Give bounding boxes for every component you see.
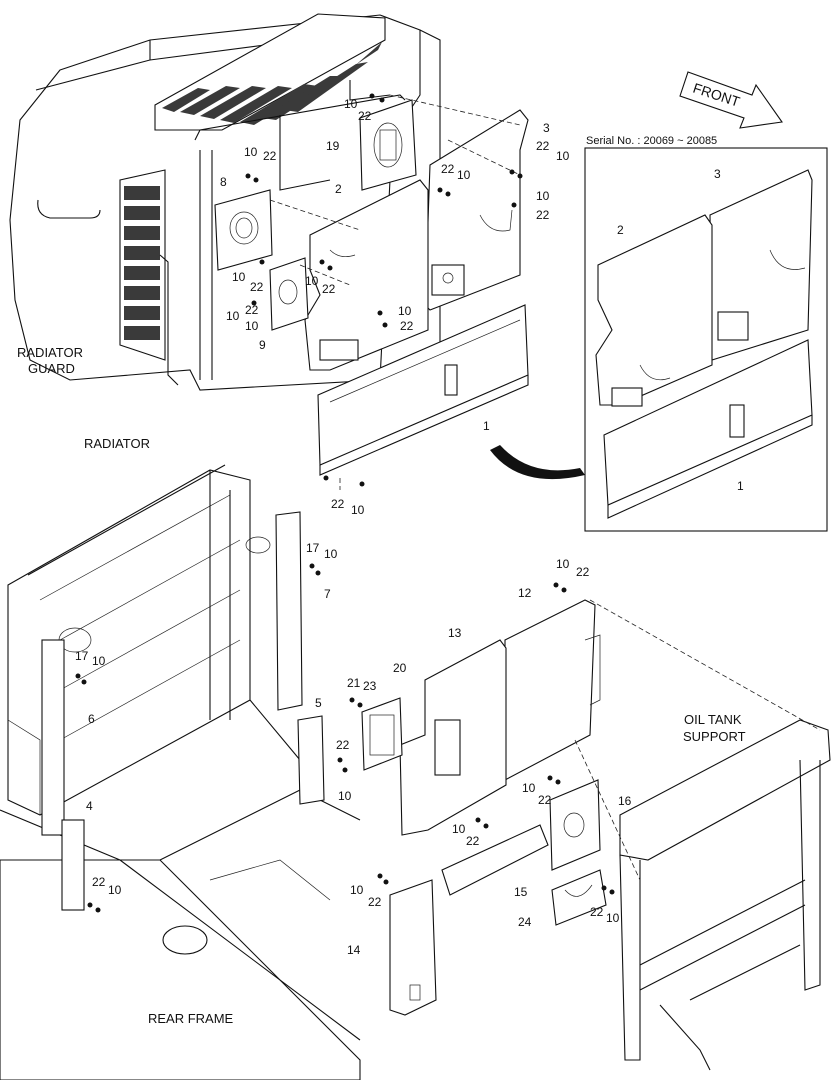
radiator-guard-label-line1: RADIATOR: [17, 345, 83, 360]
callout-number: 1: [483, 419, 490, 433]
callout-number: 7: [324, 587, 331, 601]
callout-number: 10: [351, 503, 365, 517]
panel-2-illustration: [304, 179, 429, 371]
plate-19-illustration: [359, 99, 417, 191]
callout-number: 22: [536, 208, 550, 222]
callout-number: 22: [250, 280, 264, 294]
callout-number: 22: [590, 905, 604, 919]
callout-number: 10: [305, 274, 319, 288]
serial-label: Serial No. : 20069 ~ 20085: [586, 135, 717, 147]
alignment-line: [589, 599, 821, 731]
callout-number: 22: [263, 149, 277, 163]
plate-20-illustration: [361, 697, 403, 771]
callout-number: 17: [306, 541, 320, 555]
callout-number: 1: [737, 479, 744, 493]
callout-number: 10: [344, 97, 358, 111]
callout-number: 2: [617, 223, 624, 237]
strip-6-illustration: [41, 639, 65, 836]
plate-16-illustration: [549, 779, 601, 871]
callout-number: 10: [245, 319, 259, 333]
alignment-line: [574, 739, 641, 881]
callout-number: 22: [441, 162, 455, 176]
callout-number: 10: [226, 309, 240, 323]
panel-1-illustration: [317, 304, 529, 476]
callout-number: 2: [335, 182, 342, 196]
callout-number: 10: [232, 270, 246, 284]
fastener-marks: [75, 93, 615, 913]
callout-number: 22: [536, 139, 550, 153]
callout-number: 10: [324, 547, 338, 561]
detail-frame: [584, 147, 828, 532]
callout-number: 22: [336, 738, 350, 752]
radiator-guard-label-line2: GUARD: [28, 361, 75, 376]
callout-number: 10: [522, 781, 536, 795]
callout-number: 8: [220, 175, 227, 189]
callout-number: 10: [92, 654, 106, 668]
plate-8-illustration: [214, 189, 273, 271]
callout-number: 3: [543, 121, 550, 135]
callout-number: 24: [518, 915, 532, 929]
plate-24-illustration: [551, 869, 607, 926]
callout-number: 22: [400, 319, 414, 333]
panel-13-illustration: [399, 639, 507, 836]
callout-number: 15: [514, 885, 528, 899]
front-arrow: FRONT: [679, 71, 783, 129]
panel-12-illustration: [504, 599, 601, 781]
callout-number: 22: [358, 109, 372, 123]
alignment-line: [299, 264, 351, 286]
callout-number: 13: [448, 626, 462, 640]
callout-number: 23: [363, 679, 377, 693]
callout-number: 22: [331, 497, 345, 511]
callout-number: 22: [92, 875, 106, 889]
callout-number: 6: [88, 712, 95, 726]
strip-5-illustration: [297, 715, 325, 805]
callout-number: 10: [338, 789, 352, 803]
strip-14-illustration: [389, 879, 437, 1016]
callout-number: 10: [536, 189, 550, 203]
callout-number: 22: [245, 303, 259, 317]
callout-number: 10: [108, 883, 122, 897]
callout-number: 20: [393, 661, 407, 675]
radiator-label: RADIATOR: [84, 436, 150, 451]
oil-tank-support-label-line1: OIL TANK: [684, 712, 742, 727]
callout-number: 14: [347, 943, 361, 957]
plate-15-illustration: [441, 824, 549, 896]
callout-number: 22: [322, 282, 336, 296]
callout-number: 10: [452, 822, 466, 836]
rear-frame-label: REAR FRAME: [148, 1011, 234, 1026]
rear-frame-illustration: [0, 699, 361, 1080]
callout-number: 22: [466, 834, 480, 848]
callout-number: 17: [75, 649, 89, 663]
oil-tank-support-illustration: [619, 719, 831, 1071]
callout-number: 12: [518, 586, 532, 600]
callout-number: 22: [576, 565, 590, 579]
callout-number: 22: [538, 793, 552, 807]
callout-number: 5: [315, 696, 322, 710]
oil-tank-support-label-line2: SUPPORT: [683, 729, 746, 744]
alignment-line: [389, 94, 521, 126]
callout-number: 4: [86, 799, 93, 813]
plate-9-illustration: [269, 257, 309, 331]
callout-number: 10: [556, 557, 570, 571]
callout-number: 10: [556, 149, 570, 163]
strip-7-illustration: [275, 511, 303, 711]
strip-4-illustration: [61, 819, 85, 911]
callout-number: 22: [368, 895, 382, 909]
detail-arrow: [490, 445, 585, 480]
radiator-guard-illustration: [9, 13, 441, 391]
callout-number: 10: [398, 304, 412, 318]
callout-number: 10: [457, 168, 471, 182]
callout-number: 10: [350, 883, 364, 897]
callout-number: 9: [259, 338, 266, 352]
callout-number: 19: [326, 139, 340, 153]
callout-number: 3: [714, 167, 721, 181]
serial-detail-box: Serial No. : 20069 ~ 20085: [584, 135, 828, 532]
callout-number: 10: [606, 911, 620, 925]
alignment-line: [447, 139, 521, 176]
callout-number: 16: [618, 794, 632, 808]
callout-number: 21: [347, 676, 361, 690]
callout-number: 10: [244, 145, 258, 159]
